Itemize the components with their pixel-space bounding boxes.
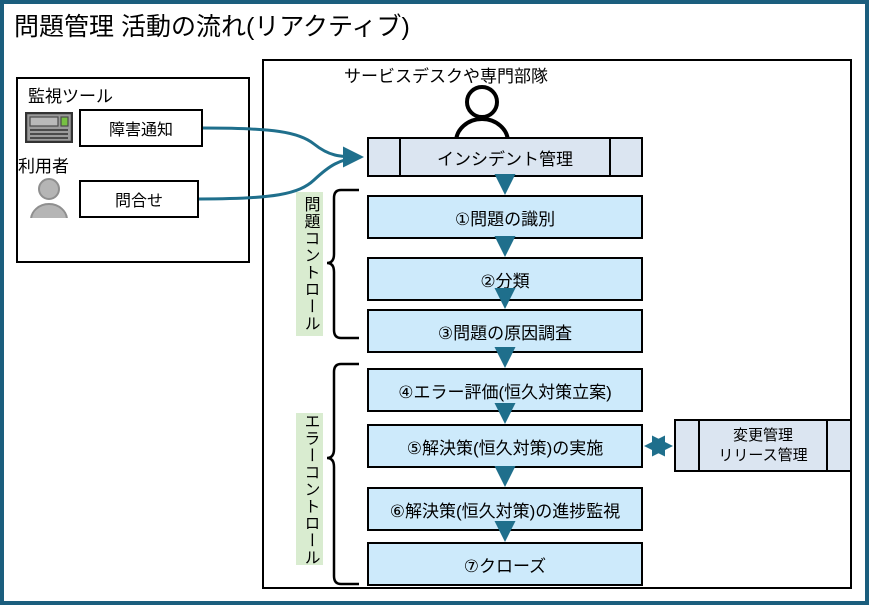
change-management-box[interactable]: 変更管理 リリース管理 <box>674 419 852 472</box>
right-band <box>609 139 611 175</box>
incident-management-box[interactable]: インシデント管理 <box>367 137 643 177</box>
change-management-line1: 変更管理 <box>732 426 793 444</box>
server-icon <box>24 111 74 144</box>
step-box-3[interactable]: ③問題の原因調査 <box>367 309 643 353</box>
inquiry-box[interactable]: 問合せ <box>79 180 199 218</box>
service-desk-person-icon <box>452 82 512 143</box>
step-box-6[interactable]: ⑥解決策(恒久対策)の進捗監視 <box>367 487 643 531</box>
page-title: 問題管理 活動の流れ(リアクティブ) <box>14 13 410 41</box>
group-label-error-control: エラーコントロール <box>296 413 323 566</box>
failure-notice-box[interactable]: 障害通知 <box>79 109 203 147</box>
right-band <box>826 421 828 470</box>
left-band <box>698 421 700 470</box>
incident-management-label: インシデント管理 <box>437 149 573 169</box>
user-label: 利用者 <box>18 157 69 176</box>
group-label-problem-control: 問題コントロール <box>296 192 323 336</box>
change-management-line2: リリース管理 <box>718 446 808 464</box>
step-box-7[interactable]: ⑦クローズ <box>367 542 643 586</box>
step-box-1[interactable]: ①問題の識別 <box>367 195 643 239</box>
user-silhouette-icon <box>28 176 70 221</box>
monitor-tool-label: 監視ツール <box>28 87 113 106</box>
step-box-5[interactable]: ⑤解決策(恒久対策)の実施 <box>367 424 643 468</box>
step-box-4[interactable]: ④エラー評価(恒久対策立案) <box>367 368 643 412</box>
service-desk-header: サービスデスクや専門部隊 <box>344 67 548 86</box>
step-box-2[interactable]: ②分類 <box>367 257 643 301</box>
left-band <box>399 139 401 175</box>
